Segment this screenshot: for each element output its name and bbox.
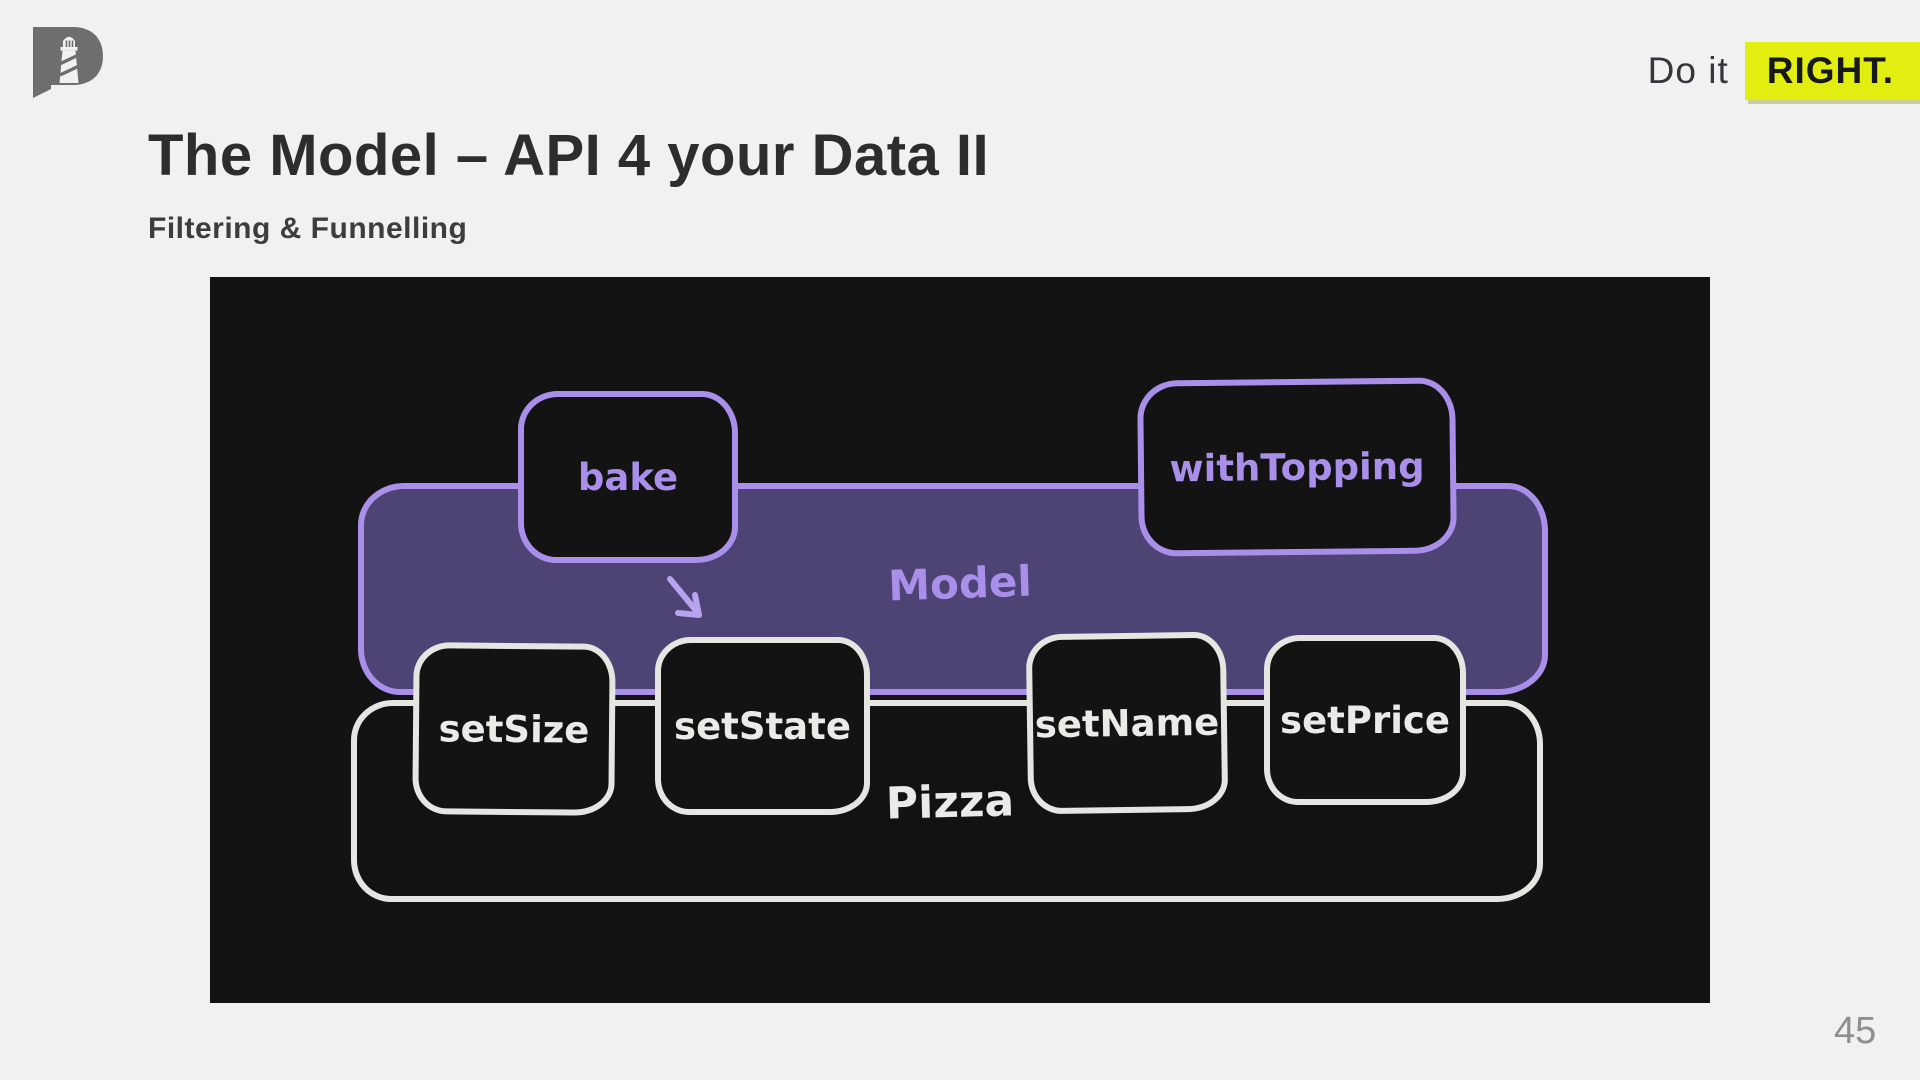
tagline-highlight-chip: RIGHT. <box>1744 42 1920 100</box>
arrow-down-right-icon <box>667 576 702 618</box>
node-setprice: setPrice <box>1264 635 1466 805</box>
lighthouse-p-logo <box>33 27 103 98</box>
node-setname: setName <box>1025 631 1229 815</box>
node-setsize: setSize <box>412 642 616 816</box>
tagline-prefix: Do it <box>1647 50 1729 91</box>
diagram-canvas: Model Pizza bake withTopping setSize set… <box>210 277 1710 1003</box>
page-subtitle: Filtering & Funnelling <box>148 212 468 245</box>
model-label: Model <box>887 556 1033 611</box>
pizza-label: Pizza <box>885 775 1015 830</box>
node-setstate: setState <box>655 637 870 815</box>
node-bake: bake <box>518 391 738 563</box>
brand-tagline: Do it RIGHT. <box>1648 42 1920 100</box>
page-title: The Model – API 4 your Data II <box>148 123 990 188</box>
page-number: 45 <box>1834 1010 1877 1052</box>
node-withtopping: withTopping <box>1137 377 1457 557</box>
